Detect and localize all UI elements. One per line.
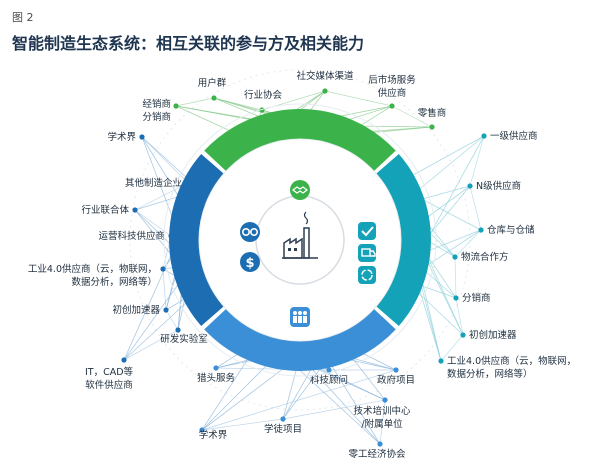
gears-icon: [240, 222, 260, 242]
label-supply-3: 物流合作方: [461, 251, 509, 263]
label-supply-4: 分销商: [462, 292, 491, 304]
label-supply-5: 初创加速器: [469, 329, 517, 341]
label-talent-1: 科技顾问: [310, 374, 348, 386]
dollar-icon: $: [240, 252, 260, 272]
label-talent-0: 猎头服务: [197, 372, 236, 384]
label-production-6: 研发实验室: [160, 333, 208, 345]
label-talent-3: 学术界: [199, 429, 228, 441]
label-production-3: 运营科技供应商: [98, 230, 165, 242]
label-supply-0: 一级供应商: [490, 130, 538, 142]
label-production-4: 工业4.0供应商（云，物联网，数据分析，网络等）: [28, 263, 157, 288]
truck-icon: [358, 244, 376, 262]
label-customer-5: 零售商: [418, 107, 447, 119]
label-talent-6: 零工经济协会: [348, 448, 406, 460]
label-supply-6: 工业4.0供应商（云，物联网，数据分析，网络等）: [447, 355, 576, 380]
label-customer-3: 社交媒体渠道: [296, 70, 354, 82]
ring-segment-production: [169, 154, 225, 326]
check-icon: [358, 222, 376, 240]
figure-label: 图 2: [12, 11, 34, 24]
connector-dots: [121, 88, 487, 447]
svg-text:$: $: [245, 256, 254, 271]
handshake-icon: [290, 180, 310, 200]
label-customer-4: 后市场服务供应商: [368, 74, 416, 99]
ring-segment-supply: [375, 154, 431, 326]
label-customer-2: 行业协会: [244, 89, 283, 101]
label-production-1: 其他制造企业: [125, 177, 182, 189]
ring-segment-customer: [204, 109, 396, 172]
label-customer-1: 用户群: [198, 77, 227, 89]
ring-label-production: 生产生态系统: [202, 212, 217, 267]
label-production-7: IT，CAD等软件供应商: [85, 366, 134, 391]
people-icon: [290, 307, 310, 327]
factory-icon: [282, 211, 318, 259]
label-production-0: 学术界: [107, 131, 136, 143]
label-customer-0: 经销商分销商: [142, 98, 171, 123]
ring-label-customer: 客户生态系统: [272, 157, 328, 173]
ring-label-supply: 供应链生态系统: [381, 207, 398, 272]
label-talent-2: 政府项目: [377, 374, 415, 386]
label-production-5: 初创加速器: [112, 304, 160, 316]
ring-segment-talent: [204, 308, 396, 371]
label-supply-1: N级供应商: [476, 180, 521, 192]
label-supply-2: 仓库与仓储: [487, 224, 535, 236]
recycle-icon: [358, 266, 376, 284]
label-production-2: 行业联合体: [81, 204, 129, 216]
label-talent-4: 学徒项目: [264, 423, 302, 435]
page-title: 智能制造生态系统：相互关联的参与方及相关能力: [12, 34, 365, 53]
label-talent-5: 技术培训中心/附属单位: [353, 405, 411, 430]
